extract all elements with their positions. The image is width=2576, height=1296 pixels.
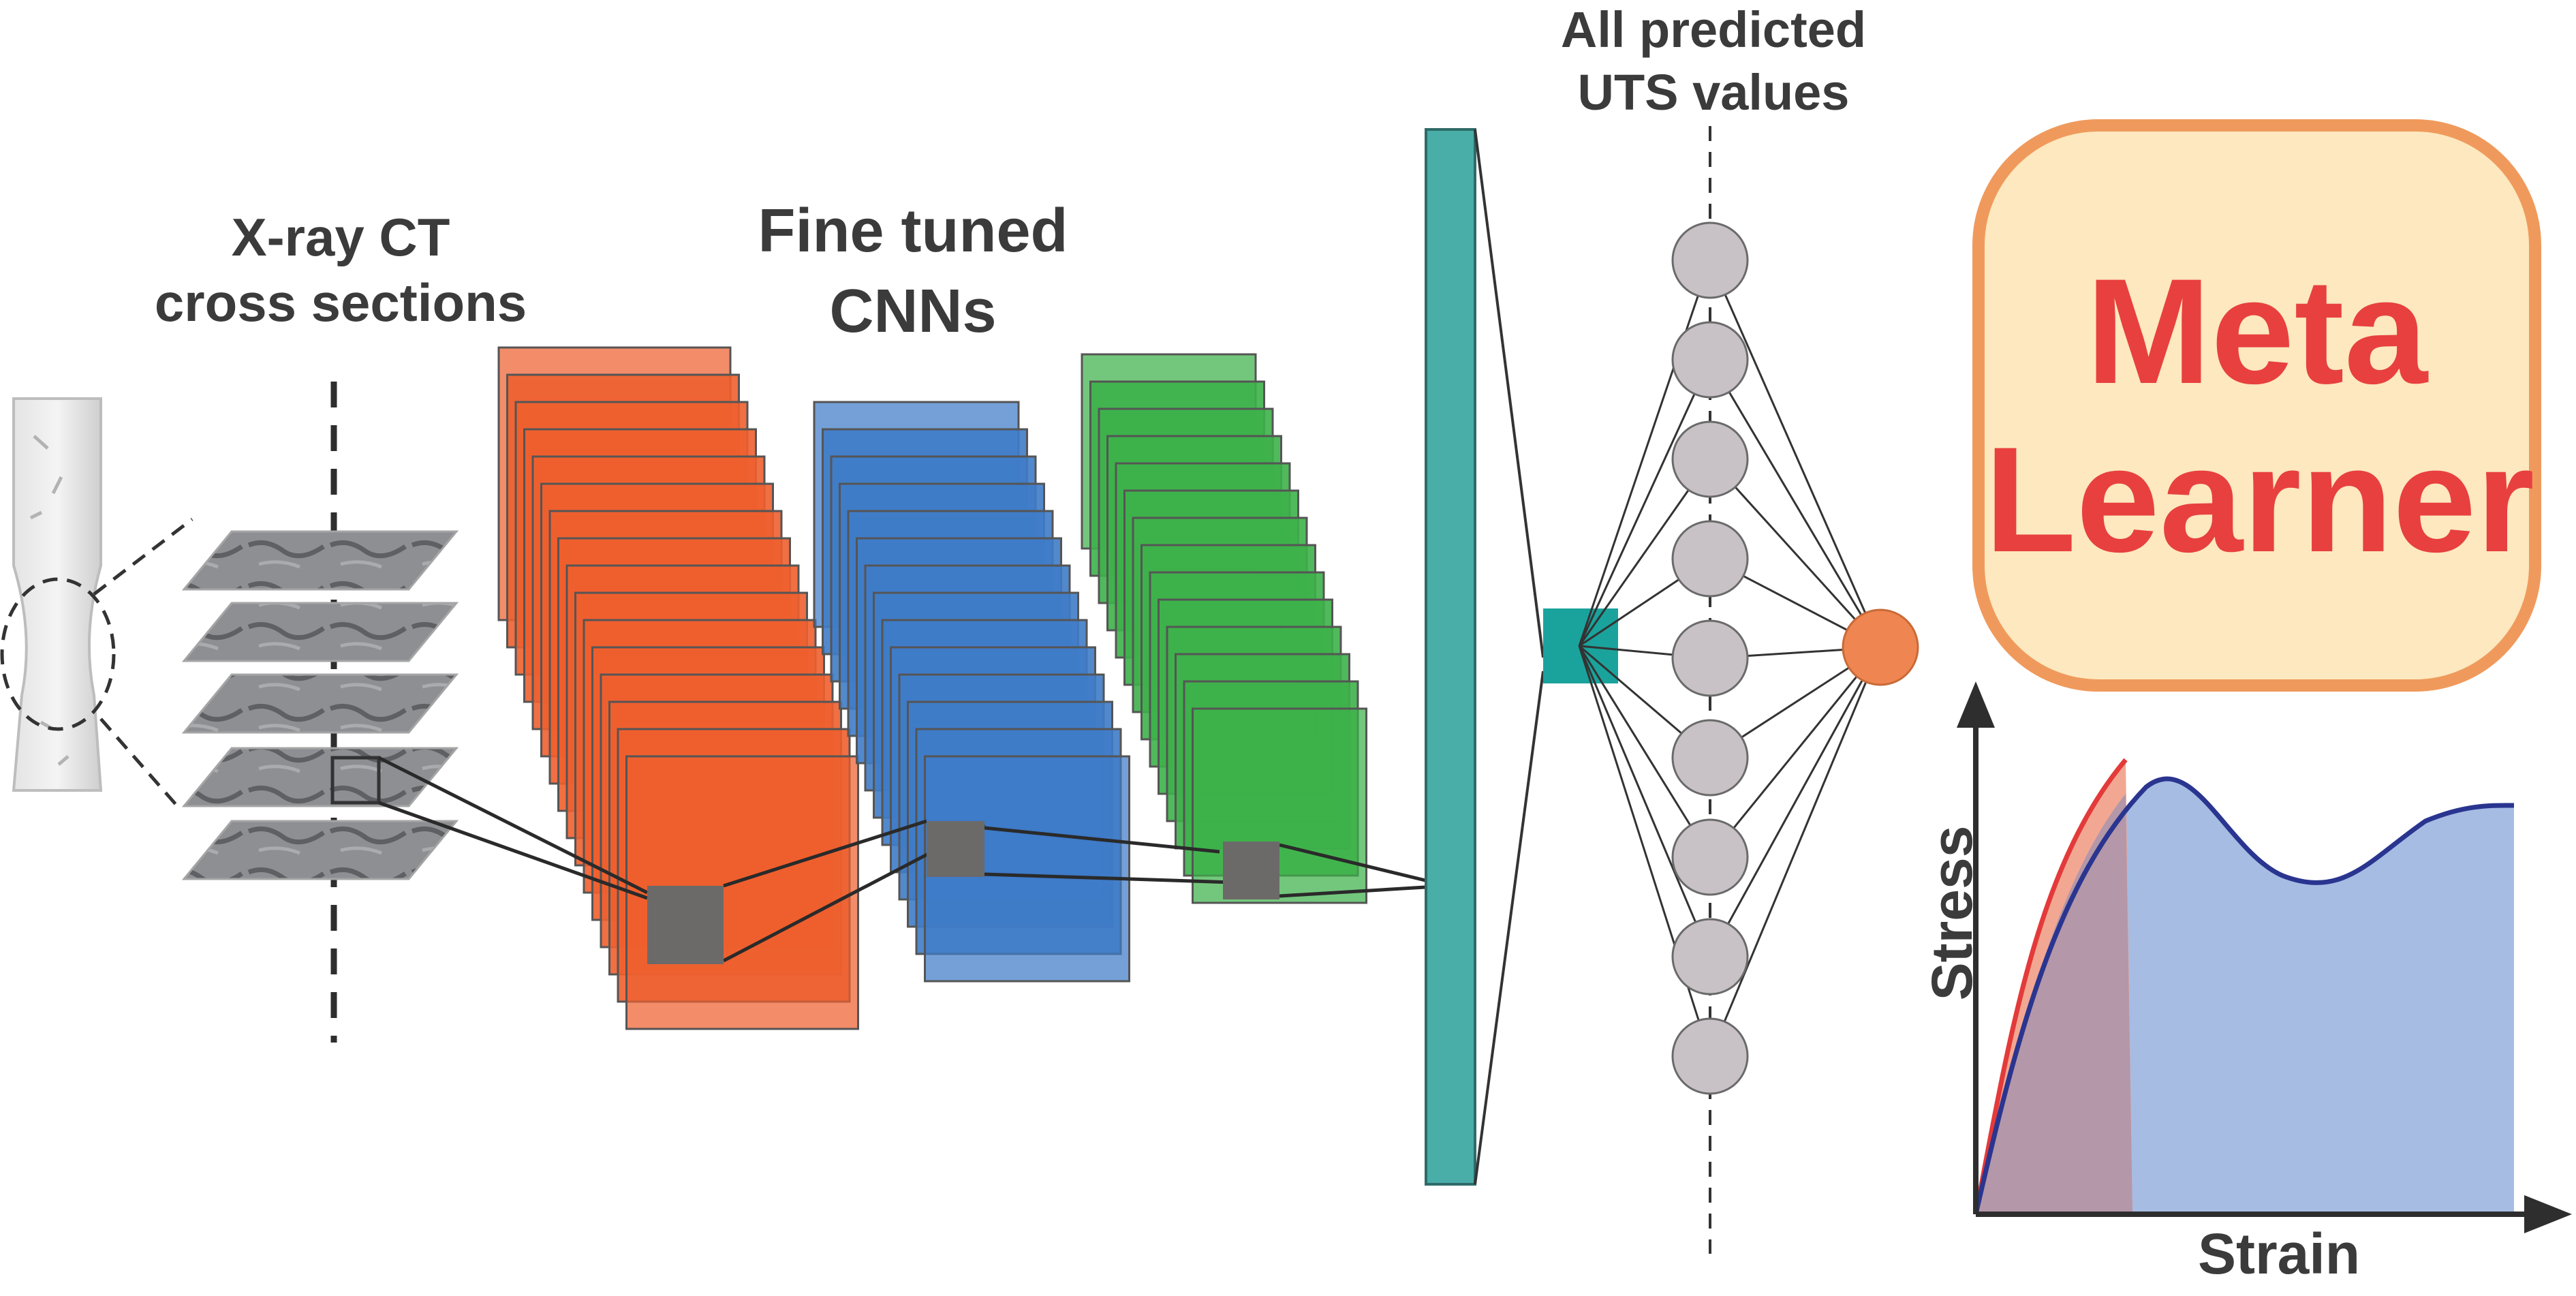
y-axis-arrow [1957,681,1995,728]
x-axis-arrow [2524,1195,2572,1233]
prediction-label-line2: UTS values [1577,64,1850,121]
strain-axis-label: Strain [2197,1222,2361,1286]
output-link [1709,359,1882,648]
red-curve [1973,758,2128,1215]
gauge-region-circle [0,577,116,731]
hidden-node [1671,818,1749,896]
hidden-node [1671,719,1749,797]
ct-label-line1: X-ray CT [231,207,450,267]
ct-slice [181,673,459,734]
meta-learner-box: Meta Learner [1972,119,2541,692]
hidden-node [1671,619,1749,697]
hidden-node [1671,1017,1749,1095]
blue-curve [1973,776,2515,1215]
meta-learner-line1: Meta [2085,247,2428,415]
ct-patch [330,756,381,805]
hidden-node [1671,520,1749,598]
output-link [1709,647,1882,1057]
cnn-label-line1: Fine tuned [758,197,1068,265]
meta-hidden-nodes [1671,221,1749,1095]
cnn-label: Fine tuned CNNs [702,191,1124,352]
stress-axis-label: Stress [1920,825,1984,1001]
ct-label-line2: cross sections [154,273,527,333]
hidden-node [1671,321,1749,399]
output-link [1709,647,1882,858]
output-node [1842,608,1919,686]
kernel-connections [377,756,1448,963]
green-cnn-stack [1081,353,1367,904]
ct-slices [181,530,459,880]
ct-label: X-ray CT cross sections [129,204,552,335]
prediction-label-line1: All predicted [1560,1,1867,58]
output-link [1709,647,1882,957]
input-link [1578,645,1711,858]
hidden-node [1671,420,1749,498]
output-link [1709,458,1882,649]
meta-learner-line2: Learner [1985,416,2535,583]
input-link [1578,359,1711,647]
output-link [1709,260,1882,648]
tensile-specimen [12,397,103,792]
input-link [1578,645,1711,957]
dense-layer [1425,128,1476,1186]
ct-slice [181,530,459,591]
ct-slice [181,602,459,662]
green-kernel [1223,842,1279,899]
orange-kernel [647,886,724,964]
hidden-node [1671,918,1749,996]
blue-cnn-stack [813,401,1130,983]
blue-kernel [927,821,984,877]
hidden-node [1671,221,1749,299]
input-link [1578,260,1711,647]
cnn-label-line2: CNNs [829,277,997,345]
stress-strain-plot [1957,681,2572,1233]
prediction-label: All predicted UTS values [1499,0,1928,124]
ct-slice [181,820,459,880]
